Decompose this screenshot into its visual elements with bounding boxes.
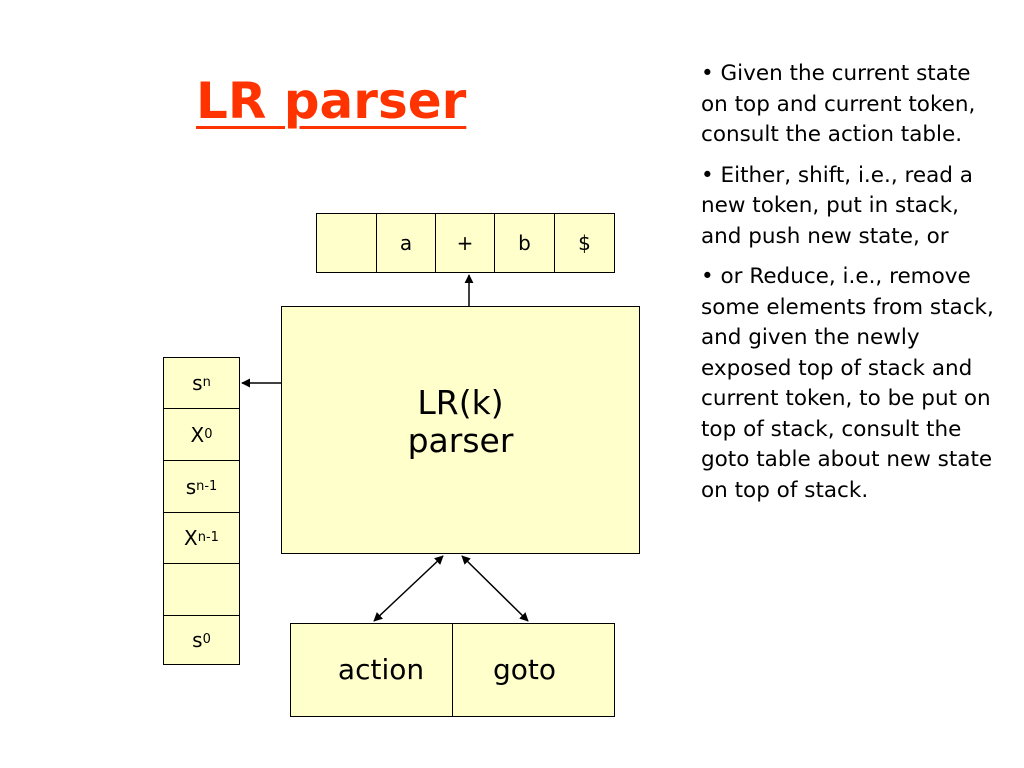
input-cell-a: a [376, 213, 436, 273]
stack-cell-xn-1-base: X [184, 526, 198, 550]
stack-cell-s0-base: s [192, 628, 203, 652]
parser-label-line1: LR(k) [417, 383, 504, 422]
parser-label: LR(k) parser [281, 384, 640, 460]
stack-cell-sn-base: s [192, 371, 203, 395]
action-label: action [337, 653, 425, 686]
input-cell-end: $ [554, 213, 615, 273]
goto-label: goto [492, 653, 556, 686]
slide-title: LR parser [196, 72, 467, 130]
parser-label-line2: parser [407, 421, 514, 460]
input-cell-empty [316, 213, 377, 273]
stack-cell-sn-1-base: s [185, 474, 197, 499]
arrow-parser-action [373, 555, 444, 622]
parser-box [281, 306, 640, 554]
bullet-reduce: • or Reduce, i.e., remove some elements … [701, 264, 994, 503]
arrow-parser-goto [461, 555, 529, 622]
explanation-bullets: • Given the current state on top and cur… [701, 59, 1001, 516]
goto-table-box [452, 623, 615, 717]
input-cell-plus: + [435, 213, 495, 273]
stack-cell-x0-base: X [190, 422, 205, 447]
bullet-shift: • Either, shift, i.e., read a new token,… [701, 162, 973, 249]
stack-cell-empty [163, 563, 240, 616]
bullet-action-table: • Given the current state on top and cur… [701, 61, 976, 147]
action-table-box [290, 623, 453, 717]
